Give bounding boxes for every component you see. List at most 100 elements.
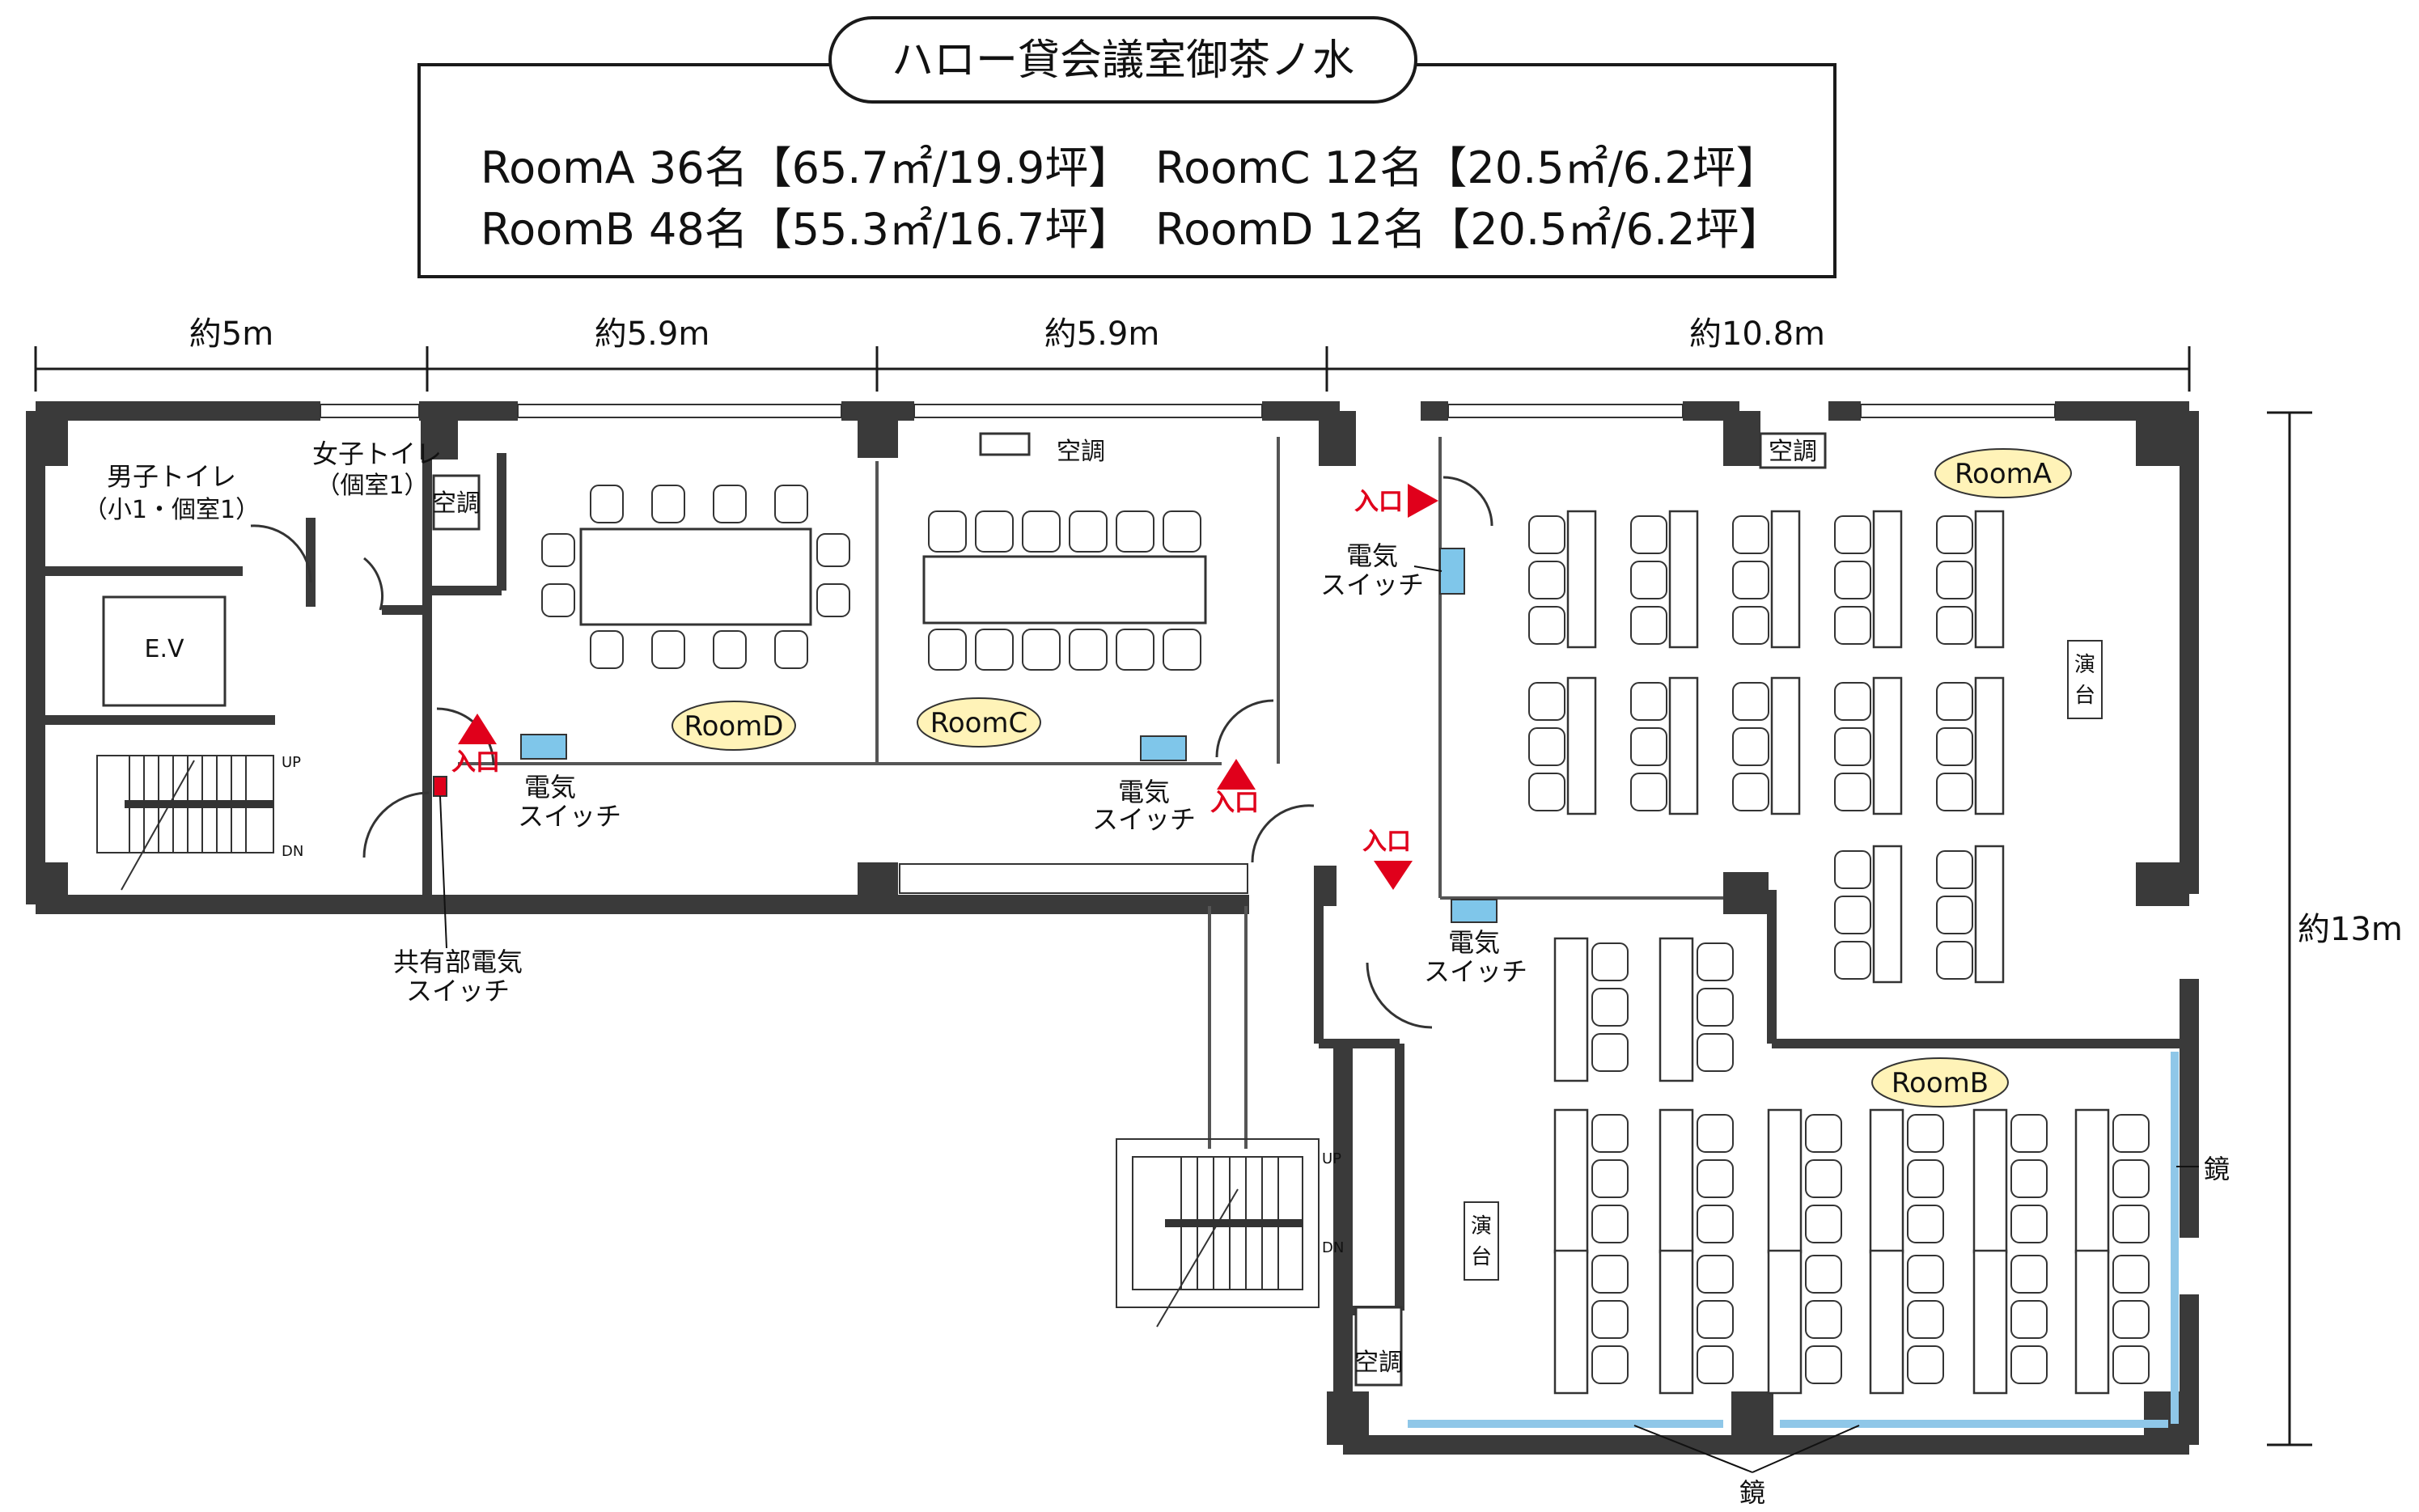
chair xyxy=(1591,1159,1629,1198)
desks-room-a xyxy=(1528,510,2005,984)
desk xyxy=(1659,937,1694,1082)
stairs-left-dn: DN xyxy=(282,843,303,860)
stairs-right xyxy=(1116,1138,1320,1328)
chair xyxy=(1732,682,1769,721)
switch-c-label-1: 電気 xyxy=(1118,777,1170,807)
desk xyxy=(1553,1108,1589,1254)
chair xyxy=(1697,1033,1734,1072)
chair xyxy=(1907,1255,1944,1294)
chair xyxy=(2010,1345,2048,1384)
chair xyxy=(651,630,685,669)
chair xyxy=(1732,561,1769,599)
shared-light-switch[interactable] xyxy=(433,776,447,797)
chair xyxy=(1907,1300,1944,1339)
entrance-room-a[interactable] xyxy=(1408,484,1438,518)
dimension-line-right xyxy=(2267,411,2312,1446)
room-a-capacity: RoomA 36名【65.7㎡/19.9坪】 xyxy=(481,142,1132,193)
shared-switch-label-2: スイッチ xyxy=(406,976,510,1006)
mens-toilet-detail: （小1・個室1） xyxy=(83,496,260,524)
chair xyxy=(1591,1114,1629,1153)
chair xyxy=(1163,510,1201,553)
stage-b-label-1: 演 xyxy=(1471,1214,1492,1239)
chair xyxy=(2010,1114,2048,1153)
elevator-label: E.V xyxy=(144,635,184,663)
shared-switch-label-1: 共有部電気 xyxy=(393,947,523,977)
chair xyxy=(1116,510,1154,553)
chair xyxy=(1697,988,1734,1027)
chair xyxy=(1069,510,1108,553)
light-switch-room-c[interactable] xyxy=(1140,735,1187,761)
switch-d-label-1: 電気 xyxy=(524,772,576,803)
chair xyxy=(590,630,624,669)
desk xyxy=(1872,845,1903,984)
chair xyxy=(2010,1159,2048,1198)
chair xyxy=(1630,682,1667,721)
room-d-capacity: RoomD 12名【20.5㎡/6.2坪】 xyxy=(1155,204,1783,255)
dimension-label-1: 約5m xyxy=(189,316,273,353)
desk xyxy=(2074,1108,2110,1254)
chair xyxy=(651,485,685,523)
chair xyxy=(1697,1114,1734,1153)
chair xyxy=(1697,942,1734,981)
entrance-label-b: 入口 xyxy=(1362,828,1411,856)
room-c-label: RoomC xyxy=(930,707,1028,739)
chair xyxy=(1834,606,1871,645)
chair xyxy=(541,583,575,617)
aircon-label-b: 空調 xyxy=(1354,1349,1403,1377)
stairs-left xyxy=(96,755,274,891)
chair xyxy=(590,485,624,523)
mirror-label-bottom: 鏡 xyxy=(1739,1477,1765,1508)
chair xyxy=(2010,1300,2048,1339)
chair xyxy=(928,510,967,553)
entrance-label-c: 入口 xyxy=(1210,789,1259,817)
chair xyxy=(1936,941,1973,980)
chair xyxy=(1528,727,1565,766)
light-switch-room-d[interactable] xyxy=(520,734,567,760)
stage-room-b xyxy=(1464,1201,1499,1281)
chair xyxy=(1805,1345,1842,1384)
stairs-right-dn: DN xyxy=(1322,1239,1344,1256)
mirror-leaders xyxy=(1633,1166,2199,1473)
entrance-room-d[interactable] xyxy=(458,714,497,744)
chair xyxy=(1834,896,1871,934)
chair xyxy=(1834,682,1871,721)
desks-room-b xyxy=(1553,937,2150,1395)
entrance-room-c[interactable] xyxy=(1217,759,1256,790)
chair xyxy=(1834,773,1871,811)
entrance-room-b[interactable] xyxy=(1374,861,1413,890)
entrance-label-a: 入口 xyxy=(1354,488,1403,516)
chair xyxy=(2112,1205,2150,1243)
chair xyxy=(1907,1114,1944,1153)
aircon-label-a: 空調 xyxy=(1769,438,1817,466)
mirror-label-right: 鏡 xyxy=(2204,1154,2230,1184)
chairs-room-c xyxy=(928,510,1201,671)
room-labels xyxy=(671,448,2072,1108)
desk xyxy=(1659,1249,1694,1395)
desk xyxy=(1972,1108,2008,1254)
desk xyxy=(1553,1249,1589,1395)
light-switch-room-a[interactable] xyxy=(1439,548,1465,595)
chair xyxy=(1732,606,1769,645)
stage-a-label-2: 台 xyxy=(2074,684,2095,708)
chair xyxy=(1834,561,1871,599)
chair xyxy=(1907,1345,1944,1384)
light-switch-room-b[interactable] xyxy=(1451,899,1498,923)
chair xyxy=(1022,510,1061,553)
table-room-d xyxy=(579,527,812,626)
switch-b-label-1: 電気 xyxy=(1448,927,1500,958)
entrance-label-d: 入口 xyxy=(451,748,500,777)
desk xyxy=(1767,1108,1803,1254)
elevator-box xyxy=(102,595,227,707)
dimension-line-top xyxy=(34,346,2191,392)
chair xyxy=(1732,773,1769,811)
switch-b-label-2: スイッチ xyxy=(1424,956,1527,987)
room-b-capacity: RoomB 48名【55.3㎡/16.7坪】 xyxy=(481,204,1132,255)
chair xyxy=(1936,896,1973,934)
table-room-c xyxy=(922,555,1207,625)
chair xyxy=(975,510,1014,553)
desk xyxy=(1869,1249,1904,1395)
chair xyxy=(1732,515,1769,554)
desk xyxy=(1872,676,1903,815)
chair xyxy=(1834,515,1871,554)
